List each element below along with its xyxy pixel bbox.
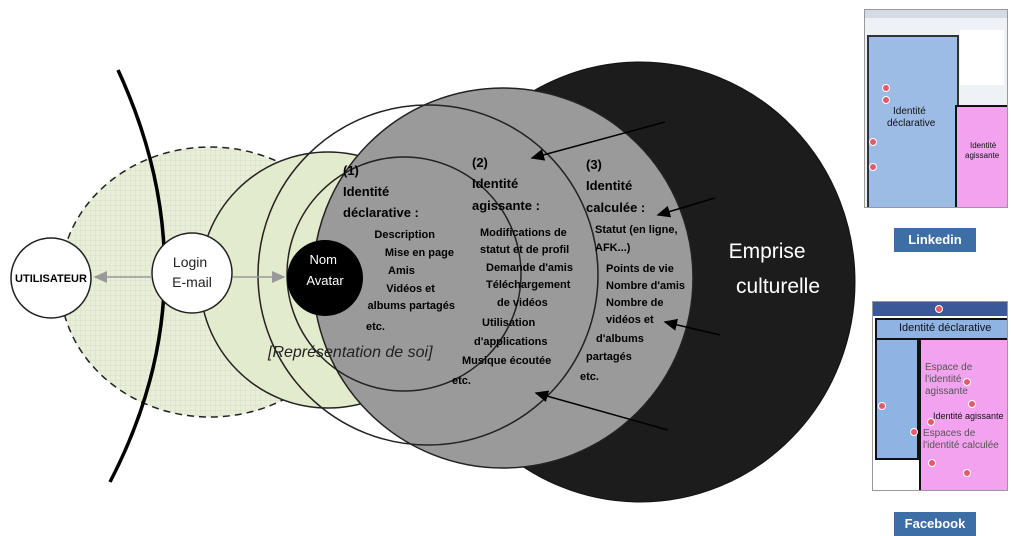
marker-dot (963, 378, 971, 386)
marker-dot (869, 138, 877, 146)
linkedin-topbar (865, 10, 1007, 18)
user-label: UTILISATEUR (15, 273, 87, 285)
calculee-title: (3) Identité calculée : (586, 157, 645, 215)
agissante-items: Modifications de statut et de profil Dem… (452, 227, 576, 387)
arrow-2 (656, 197, 716, 218)
emprise-label: Emprise culturelle (729, 240, 820, 298)
login-circle (151, 232, 233, 314)
nom-avatar-circle (287, 240, 363, 316)
arrow-4 (534, 390, 669, 431)
facebook-profile-zone (875, 338, 919, 460)
arrow-1 (530, 121, 666, 161)
marker-dot (963, 469, 971, 477)
agissante-circle (257, 104, 599, 446)
facebook-screenshot: Identité déclarative Espace de l'identit… (872, 301, 1008, 491)
declarative-items: Description Mise en page Amis Vidéos et … (366, 229, 458, 333)
linkedin-screenshot: Identité déclarative Identité agissante (864, 9, 1008, 208)
user-circle (10, 237, 92, 319)
declarative-title: (1) Identité déclarative : (343, 163, 419, 220)
marker-dot (882, 96, 890, 104)
facebook-agissante-label: Identité agissante (933, 411, 1004, 421)
marker-dot (910, 428, 918, 436)
linkedin-declarative-label: Identité déclarative (887, 106, 936, 129)
marker-dot (927, 418, 935, 426)
identity-grey-circle (312, 87, 694, 469)
facebook-espace-calculee: Espaces de l'identité calculée (923, 428, 999, 451)
nom-avatar-label: Nom Avatar (306, 252, 344, 288)
marker-dot (882, 84, 890, 92)
marker-dot (869, 163, 877, 171)
calculee-items: Statut (en ligne, AFK...) Points de vie … (580, 224, 688, 383)
arrow-3 (663, 318, 721, 336)
marker-dot (968, 400, 976, 408)
linkedin-ad (960, 30, 1004, 85)
declarative-circle (286, 156, 522, 392)
marker-dot (878, 402, 886, 410)
facebook-tag: Facebook (894, 512, 976, 536)
linkedin-agissante-label: Identité agissante (965, 141, 1000, 160)
marker-dot (928, 459, 936, 467)
linkedin-tag: Linkedin (894, 228, 976, 252)
login-label: Login E-mail (172, 254, 212, 290)
facebook-declarative-label: Identité déclarative (899, 322, 992, 334)
agissante-title: (2) Identité agissante : (472, 155, 540, 213)
linkedin-agissante-zone (955, 105, 1007, 207)
linkedin-declarative-zone (867, 35, 959, 207)
marker-dot (935, 305, 943, 313)
facebook-espace-agissante: Espace de l'identité agissante (925, 362, 973, 397)
representation-label: [Représentation de soi] (267, 344, 433, 361)
